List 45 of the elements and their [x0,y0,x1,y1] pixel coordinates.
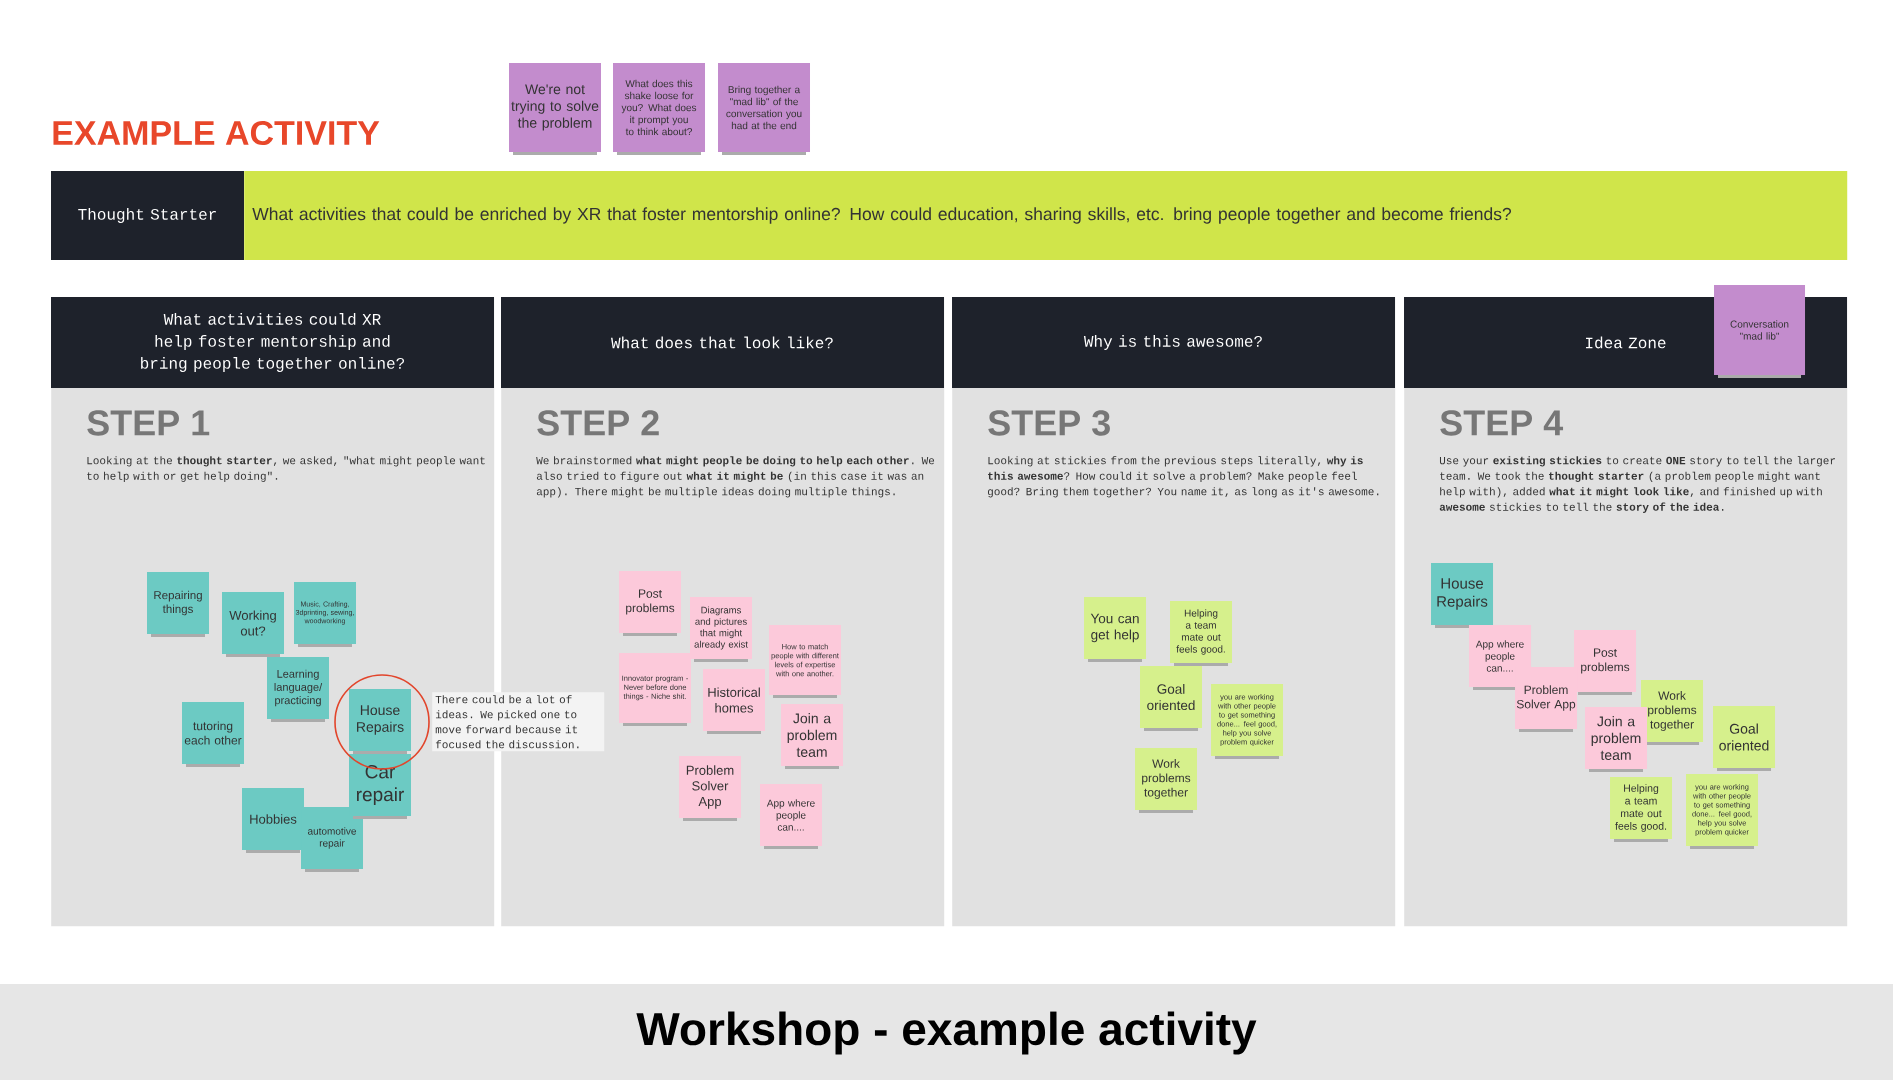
sticky-note: We're not trying to solve the problem [509,63,601,155]
sticky-note: Working out? [222,592,284,657]
sticky-note: Helping a team mate out feels good. [1170,601,1232,666]
sticky-note: House Repairs [1431,563,1493,628]
column-header: What does that look like? [501,297,944,388]
step-description: We brainstormed what might people be doing to help each other. We also tried to figure out what it might be (in this case it was an app). There might be multiple ideas doing multiple things. [536,456,935,498]
column-header: What activities could XR help foster mentorship and bring people together online? [51,297,494,388]
sticky-note: Bring together a "mad lib" of the conversation you had at the end [718,63,810,155]
sticky-note: Hobbies [242,788,304,853]
sticky-note: Helping a team mate out feels good. [1610,777,1672,842]
thought-starter-label: Thought Starter [51,171,244,260]
sticky-note: Goal oriented [1140,666,1202,731]
sticky-note: Historical homes [703,669,765,734]
sticky-note: tutoring each other [182,702,244,767]
sticky-note: Join a problem team [1585,707,1647,772]
note-box: There could be a lot of ideas. We picked one to move forward because it focused the discussion. [432,692,605,752]
sticky-note: Goal oriented [1713,706,1775,771]
question-band: What activities that could be enriched by XR that foster mentorship online? How could education, sharing skills, etc. bring people together and become friends? [244,171,1848,260]
sticky-note: Car repair [349,754,411,819]
sticky-note: Learning language/ practicing [267,657,329,722]
sticky-note: Problem Solver App [679,756,741,821]
step-description: Use your existing stickies to create ONE story to tell the larger team. We took the thought starter (a problem people might want help with), added what it might look like, and finished up with awesome stickies to tell the story of the idea. [1439,456,1835,513]
step-heading: STEP 2 [537,410,659,436]
sticky-note: Post problems [1574,630,1636,695]
sticky-note: Problem Solver App [1515,667,1577,732]
column-header: Why is this awesome? [952,297,1395,388]
sticky-note: Conversation "mad lib" [1714,285,1805,378]
step-heading: STEP 1 [87,410,210,436]
sticky-note: App where people can.... [760,784,822,849]
step-description: Looking at the thought starter, we asked, "what might people want to help with or get help doing". [87,456,485,482]
step-heading: STEP 3 [988,410,1110,436]
sticky-note: Join a problem team [781,704,843,769]
sticky-note: automotive repair [301,807,363,872]
step-description: Looking at stickies from the previous steps literally, why is this awesome? How could it solve a problem? Make people feel good? Bring them together? You name it, as long as it's awesome. [988,456,1379,498]
sticky-note: Work problems together [1135,748,1197,813]
sticky-note: House Repairs [349,689,411,754]
sticky-note: What does this shake loose for you? What does it prompt you to think about? [613,63,705,155]
sticky-note: Work problems together [1641,680,1703,745]
step-heading: STEP 4 [1440,410,1564,436]
footer-band: Workshop - example activity [0,984,1893,1080]
sticky-note: Repairing things [147,572,209,637]
sticky-note: Post problems [619,571,681,636]
sticky-note: You can get help [1084,597,1146,662]
title: EXAMPLE ACTIVITY [53,120,380,146]
sticky-note: Diagrams and pictures that might already exist [690,597,752,662]
